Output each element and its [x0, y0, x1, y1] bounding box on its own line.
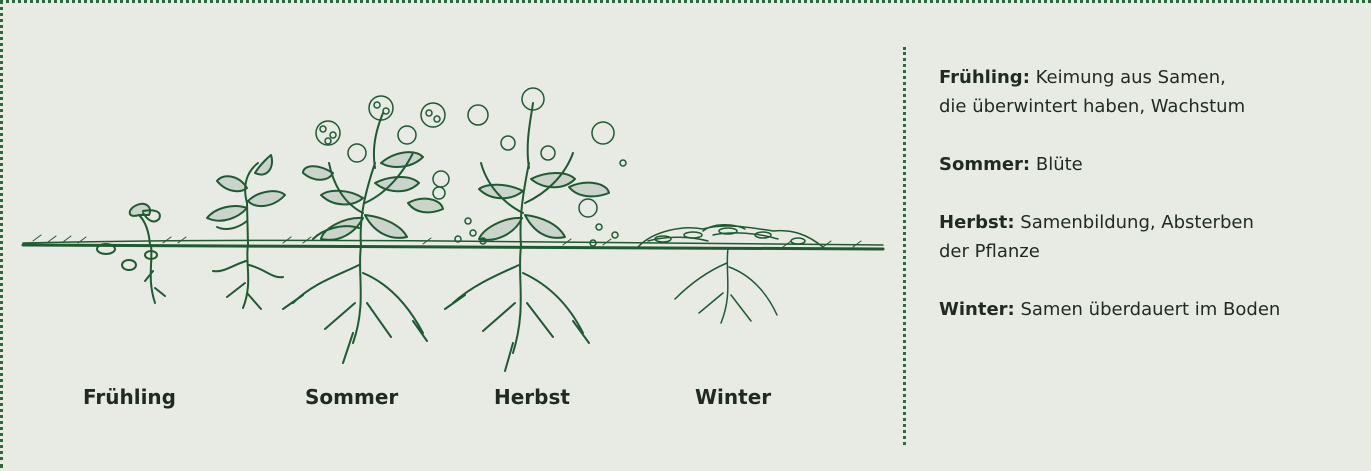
legend-item-herbst: Herbst: Samenbildung, Absterben der Pfla… — [939, 208, 1359, 266]
legend-panel: Frühling: Keimung aus Samen, die überwin… — [939, 63, 1359, 353]
legend-desc-line1: Samen überdauert im Boden — [1020, 299, 1280, 320]
vertical-divider — [903, 47, 906, 445]
season-label-winter: Winter — [695, 385, 771, 409]
legend-desc-line1: Blüte — [1036, 154, 1083, 175]
autumn-seeding-plant — [445, 88, 626, 371]
legend-term: Sommer: — [939, 154, 1030, 175]
legend-item-winter: Winter: Samen überdauert im Boden — [939, 295, 1359, 324]
legend-desc-line2: der Pflanze — [939, 237, 1359, 266]
legend-term: Winter: — [939, 299, 1015, 320]
legend-term: Herbst: — [939, 212, 1015, 233]
season-label-sommer: Sommer — [305, 385, 398, 409]
young-plant — [207, 155, 285, 309]
legend-term: Frühling: — [939, 67, 1030, 88]
legend-item-fruehling: Frühling: Keimung aus Samen, die überwin… — [939, 63, 1359, 121]
seedling-spring — [97, 204, 165, 303]
summer-flowering-plant — [283, 96, 449, 363]
legend-item-sommer: Sommer: Blüte — [939, 150, 1359, 179]
legend-desc-line1: Samenbildung, Absterben — [1020, 212, 1254, 233]
season-label-fruehling: Frühling — [83, 385, 176, 409]
legend-desc-line1: Keimung aus Samen, — [1036, 67, 1226, 88]
season-label-herbst: Herbst — [494, 385, 570, 409]
winter-dead-plant — [638, 225, 823, 323]
legend-desc-line2: die überwintert haben, Wachstum — [939, 92, 1359, 121]
